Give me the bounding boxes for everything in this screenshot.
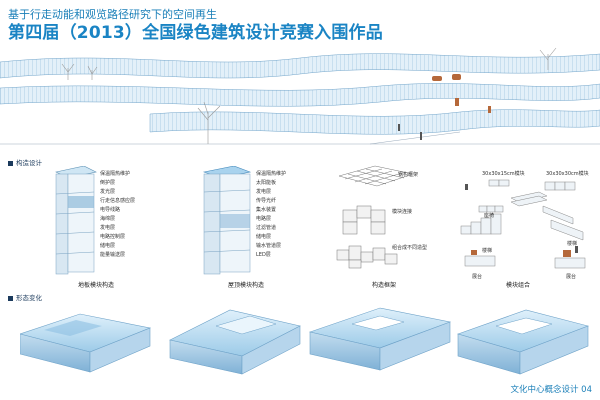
combo-label: 30x30x15cm模块 [482, 171, 525, 177]
frame-label: 模块连接 [392, 209, 413, 215]
section-construction-label: 构造设计 [8, 157, 42, 167]
bullet-square-icon [8, 295, 13, 301]
layer-label: 输水管道层 [256, 243, 282, 249]
layer-label: 电路控制层 [100, 234, 126, 240]
combo-caption: 模块组合 [506, 282, 531, 289]
combo-label: 楼梯 [567, 241, 578, 247]
frame-caption: 构造框架 [372, 282, 397, 289]
render-2 [169, 309, 301, 375]
elevation-illustration [0, 47, 600, 145]
layer-label: 倒护层 [100, 180, 116, 186]
subtitle: 基于行走动能和观览路径研究下的空间再生 [8, 8, 217, 21]
frame-label: 钢构框架 [398, 172, 419, 178]
layer-label: 保温隔热维护 [256, 171, 287, 177]
frame-drawing [336, 165, 414, 269]
floor-module-drawing [55, 166, 97, 275]
floor-module-caption: 地板模块构造 [78, 282, 115, 289]
footer-text: 文化中心概念设计 04 [510, 385, 592, 395]
render-4 [457, 309, 589, 375]
layer-label: 保温隔热维护 [100, 171, 131, 177]
layer-label: 储电层 [100, 243, 116, 249]
layer-label: 传导光纤 [256, 198, 277, 204]
form-renders [20, 307, 589, 375]
section-form-label: 形态变化 [8, 292, 42, 302]
roof-module-caption: 屋顶模块构造 [228, 282, 265, 289]
combo-label: 展台 [472, 274, 483, 280]
combo-label: 座椅 [484, 213, 495, 219]
bullet-square-icon [8, 160, 13, 166]
layer-label: 储电层 [256, 234, 272, 240]
layer-label: 太阳能板 [256, 180, 277, 186]
roof-module-labels: 保温隔热维护 太阳能板 发电层 传导光纤 集水装置 电路层 过滤管道 储电层 输… [256, 170, 286, 260]
combination-drawing [460, 179, 586, 269]
layer-label: 行走信息感应层 [100, 198, 136, 204]
page-title: 第四届（2013）全国绿色建筑设计竞赛入围作品 [8, 23, 383, 43]
render-3 [308, 307, 452, 371]
combo-label: 楼梯 [482, 248, 493, 254]
layer-label: 能量输送层 [100, 252, 126, 258]
render-1 [20, 313, 152, 373]
layer-label: 电导线路 [100, 207, 121, 213]
layer-label: 集水装置 [256, 207, 277, 213]
frame-label: 组合成不同造型 [392, 245, 428, 251]
layer-label: 电路层 [256, 216, 272, 222]
roof-module-drawing [202, 166, 252, 275]
combo-label: 30x30x30cm模块 [546, 171, 589, 177]
layer-label: 发电层 [256, 189, 272, 195]
combo-label: 展台 [566, 274, 577, 280]
layer-label: 发电层 [100, 225, 116, 231]
layer-label: LED层 [256, 252, 271, 258]
layer-label: 发光层 [100, 189, 116, 195]
layer-label: 过滤管道 [256, 225, 277, 231]
floor-module-labels: 保温隔热维护 倒护层 发光层 行走信息感应层 电导线路 海绵层 发电层 电路控制… [100, 170, 135, 260]
layer-label: 海绵层 [100, 216, 116, 222]
